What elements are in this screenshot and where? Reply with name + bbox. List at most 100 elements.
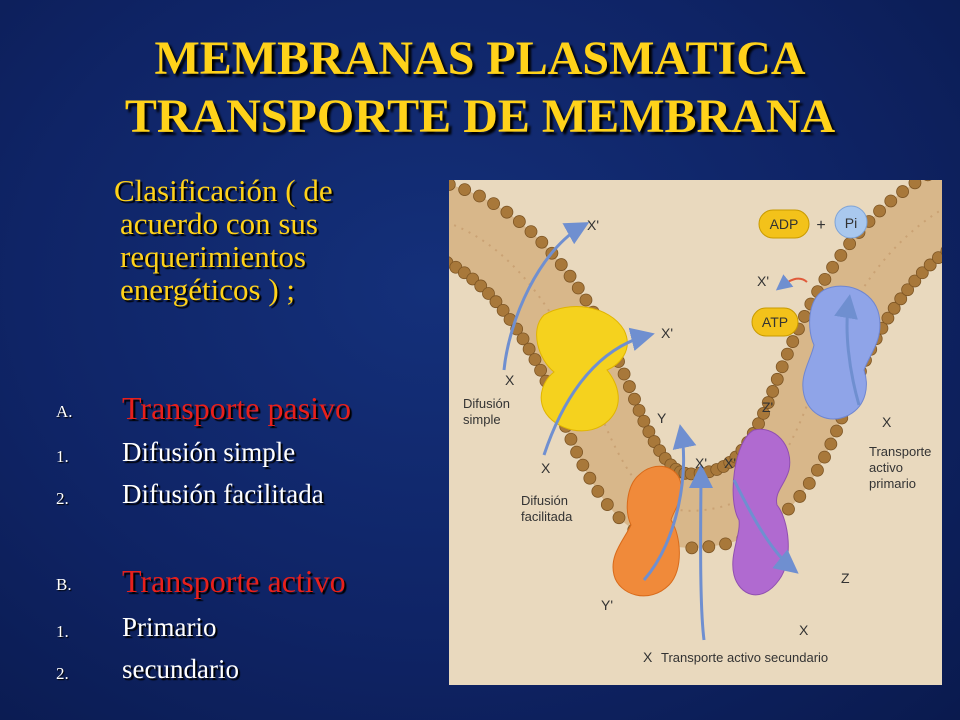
- phospholipid-head: [570, 445, 584, 459]
- label-x-bottom: X: [643, 649, 653, 665]
- phospholipid-head: [775, 360, 789, 374]
- phospholipid-head: [843, 237, 857, 251]
- label-x-bottom-right: X: [799, 622, 809, 638]
- phospholipid-head: [458, 183, 472, 197]
- phospholipid-head: [474, 279, 488, 293]
- intro-line-4: energéticos ) ;: [120, 272, 296, 307]
- phospholipid-head: [612, 511, 626, 525]
- label-x-prime-mid: X': [661, 325, 673, 341]
- label-x-prime-secondary-1: X': [695, 455, 707, 471]
- phospholipid-head: [826, 260, 839, 274]
- arrow-z-transport: [732, 479, 799, 574]
- phospholipid-head: [473, 189, 486, 203]
- phospholipid-head: [591, 484, 605, 498]
- phospholipid-head: [766, 385, 780, 398]
- label-activo-primario-2: activo: [869, 460, 903, 475]
- phospholipid-head: [600, 498, 614, 511]
- phospholipid-head: [908, 274, 922, 288]
- phospholipid-head: [873, 204, 886, 218]
- arrow-atp-hydrolysis: [775, 274, 808, 291]
- phospholipid-head: [818, 272, 832, 286]
- intro-line-2: acuerdo con sus: [120, 206, 318, 241]
- phospholipid-head: [834, 248, 848, 262]
- phospholipid-head: [623, 380, 636, 393]
- phospholipid-head: [563, 269, 577, 283]
- phospholipid-head: [496, 303, 510, 317]
- slide-title-line-1: MEMBRANAS PLASMATICA: [154, 32, 806, 85]
- phospholipid-head: [637, 414, 651, 428]
- phospholipid-head: [500, 205, 514, 219]
- label-difusion-simple-1: Difusión: [463, 396, 510, 411]
- intro-line-1: Clasificación ( de: [114, 173, 333, 208]
- label-difusion-facilitada-2: facilitada: [521, 509, 573, 524]
- slide-title-line-2: TRANSPORTE DE MEMBRANA: [124, 90, 836, 143]
- label-z-prime: Z': [762, 399, 773, 415]
- section-a-marker: A.: [56, 402, 73, 421]
- pi-badge: [834, 205, 868, 239]
- pi-label: Pi: [845, 215, 857, 231]
- phospholipid-head: [884, 194, 898, 208]
- phospholipid-head: [802, 476, 816, 490]
- phospholipid-head: [554, 258, 568, 271]
- adp-badge: [758, 209, 810, 239]
- phospholipid-head: [482, 287, 495, 300]
- phospholipid-head: [642, 425, 656, 439]
- phospholipid-head: [770, 372, 784, 386]
- phospholipid-head: [632, 403, 646, 417]
- label-x-prime-top: X': [587, 217, 599, 233]
- membrane-diagram-svg: ADP + Pi ATP X' X' X X Y Y' X' X' Z' Z X…: [449, 180, 942, 665]
- label-x-facilitated: X: [541, 460, 551, 476]
- phospholipid-head: [534, 363, 547, 377]
- intro-line-3: requerimientos: [120, 239, 306, 274]
- membrane-transport-diagram: ADP + Pi ATP X' X' X X Y Y' X' X' Z' Z X…: [449, 180, 942, 685]
- phospholipid-head: [908, 180, 922, 190]
- label-y-prime: Y': [601, 597, 613, 613]
- arrow-y-transport: [642, 424, 697, 581]
- label-activo-secundario: Transporte activo secundario: [661, 650, 828, 665]
- label-activo-primario-1: Transporte: [869, 444, 931, 459]
- label-activo-primario-3: primario: [869, 476, 916, 491]
- phospholipid-head: [780, 347, 794, 361]
- list-item-label: Primario: [122, 612, 217, 642]
- phospholipid-head: [579, 293, 593, 307]
- arrow-x-primary: [834, 294, 861, 406]
- classification-intro: Clasificación ( de acuerdo con sus reque…: [114, 174, 410, 307]
- section-a-title: Transporte pasivo: [122, 390, 352, 426]
- phospholipid-head: [896, 185, 909, 198]
- phospholipid-head: [702, 540, 716, 554]
- phospholipid-head: [786, 335, 800, 348]
- phospholipid-head: [583, 471, 597, 485]
- arrow-x-secondary: [688, 464, 713, 641]
- phospholipid-head: [719, 537, 732, 551]
- phospholipid-head: [516, 332, 530, 346]
- phospholipid-head: [830, 424, 843, 438]
- phospholipid-head: [487, 197, 500, 211]
- simple-diffusion-channel: [536, 306, 628, 432]
- phospholipid-head: [923, 258, 937, 272]
- phospholipid-head: [881, 311, 895, 325]
- phospholipid-head: [757, 406, 770, 420]
- slide-title: MEMBRANAS PLASMATICA TRANSPORTE DE MEMBR…: [0, 30, 960, 146]
- phospholipid-head: [931, 251, 942, 265]
- list-item-label: Difusión facilitada: [122, 479, 324, 509]
- phospholipid-head: [798, 310, 811, 323]
- phospholipid-head: [811, 463, 824, 477]
- phospholipid-head: [940, 246, 942, 255]
- list-item-marker: 2.: [56, 489, 69, 508]
- label-x-left: X: [505, 372, 515, 388]
- label-x-primary: X: [882, 414, 892, 430]
- phospholipid-head: [628, 392, 641, 406]
- phospholipid-head: [887, 301, 901, 315]
- phospholipid-head: [894, 292, 908, 306]
- list-item-marker: 1.: [56, 622, 69, 641]
- phospholipid-head: [524, 225, 538, 239]
- arrow-simple-diffusion: [502, 222, 590, 371]
- phospholipid-head: [571, 281, 585, 295]
- phospholipid-head: [782, 502, 795, 516]
- section-b-marker: B.: [56, 575, 72, 594]
- phospholipid-head: [901, 283, 915, 297]
- phospholipid-head: [528, 353, 542, 366]
- primary-active-pump: [802, 285, 881, 420]
- list-item-label: secundario: [122, 654, 239, 684]
- phospholipid-head: [793, 490, 807, 503]
